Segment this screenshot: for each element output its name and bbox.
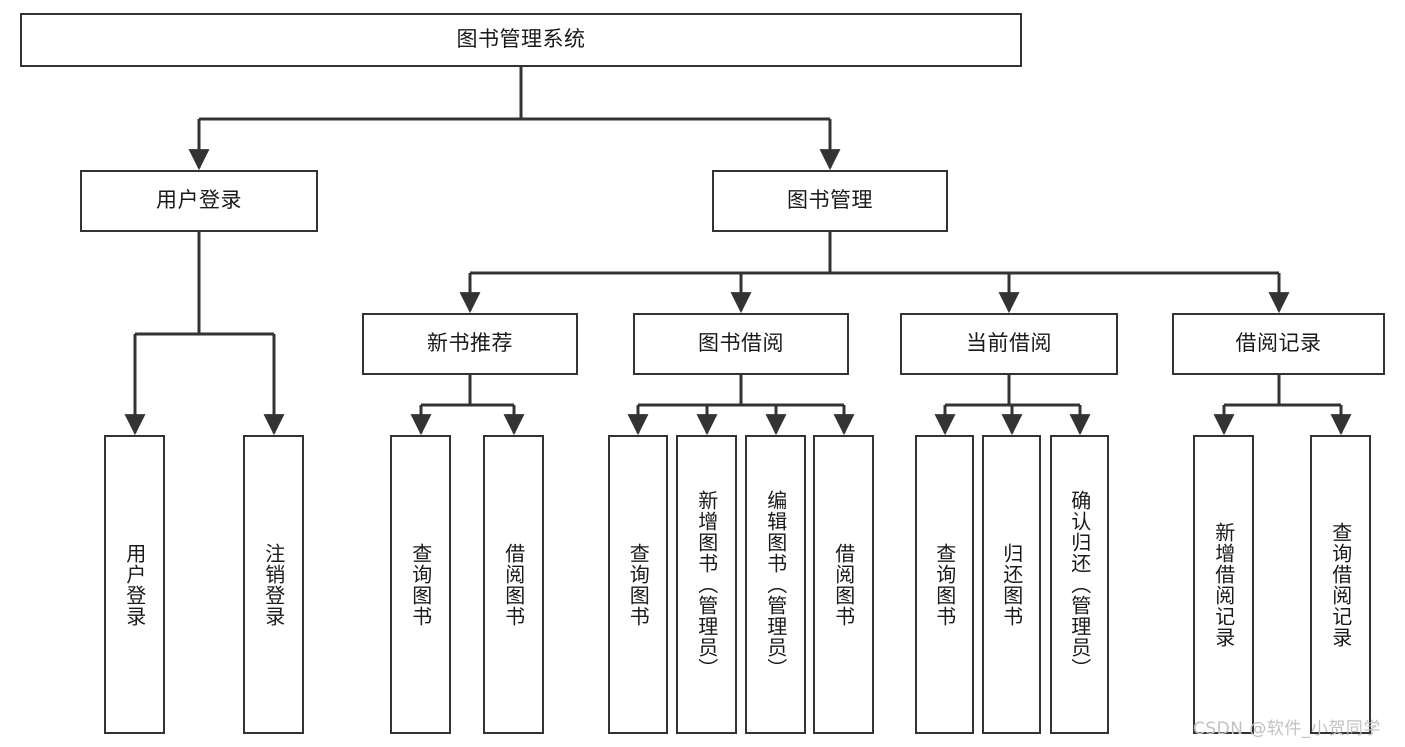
node-leaf-bw-query[interactable]: 查询图书 [608, 435, 668, 734]
node-label: 查询借阅记录 [1328, 521, 1353, 648]
node-bookmgmt[interactable]: 图书管理 [712, 170, 948, 232]
node-leaf-rec-query[interactable]: 查询借阅记录 [1310, 435, 1371, 734]
node-label: 确认归还（管理员） [1067, 490, 1092, 679]
node-label: 归还图书 [999, 542, 1024, 627]
node-label: 图书管理 [787, 188, 873, 213]
node-label: 编辑图书（管理员） [763, 490, 788, 679]
node-label: 新增借阅记录 [1211, 521, 1236, 648]
node-current[interactable]: 当前借阅 [900, 313, 1118, 375]
node-leaf-bw-add[interactable]: 新增图书（管理员） [676, 435, 737, 734]
node-leaf-cur-confirm[interactable]: 确认归还（管理员） [1050, 435, 1109, 734]
node-label: 借阅图书 [831, 542, 856, 627]
node-label: 注销登录 [261, 542, 286, 627]
node-leaf-rec-add[interactable]: 新增借阅记录 [1193, 435, 1254, 734]
node-leaf-cur-query[interactable]: 查询图书 [915, 435, 974, 734]
node-leaf-user-login[interactable]: 用户登录 [104, 435, 165, 734]
node-label: 图书借阅 [698, 331, 784, 356]
node-label: 查询图书 [408, 542, 433, 627]
node-borrow[interactable]: 图书借阅 [633, 313, 849, 375]
node-label: 图书管理系统 [456, 27, 586, 52]
node-leaf-cur-return[interactable]: 归还图书 [982, 435, 1041, 734]
node-label: 用户登录 [156, 188, 242, 213]
node-label: 用户登录 [122, 542, 147, 627]
node-label: 查询图书 [626, 542, 651, 627]
node-label: 当前借阅 [966, 331, 1052, 356]
node-records[interactable]: 借阅记录 [1172, 313, 1385, 375]
node-leaf-nb-query[interactable]: 查询图书 [390, 435, 451, 734]
node-leaf-bw-edit[interactable]: 编辑图书（管理员） [745, 435, 806, 734]
node-label: 借阅记录 [1235, 331, 1322, 356]
node-label: 新增图书（管理员） [694, 490, 719, 679]
node-label: 借阅图书 [501, 542, 526, 627]
node-root[interactable]: 图书管理系统 [20, 13, 1022, 67]
node-leaf-user-logout[interactable]: 注销登录 [243, 435, 304, 734]
node-login[interactable]: 用户登录 [80, 170, 318, 232]
node-newbook[interactable]: 新书推荐 [362, 313, 578, 375]
node-leaf-nb-borrow[interactable]: 借阅图书 [483, 435, 544, 734]
node-label: 新书推荐 [427, 331, 513, 356]
node-label: 查询图书 [932, 542, 957, 627]
node-leaf-bw-borrow[interactable]: 借阅图书 [813, 435, 874, 734]
